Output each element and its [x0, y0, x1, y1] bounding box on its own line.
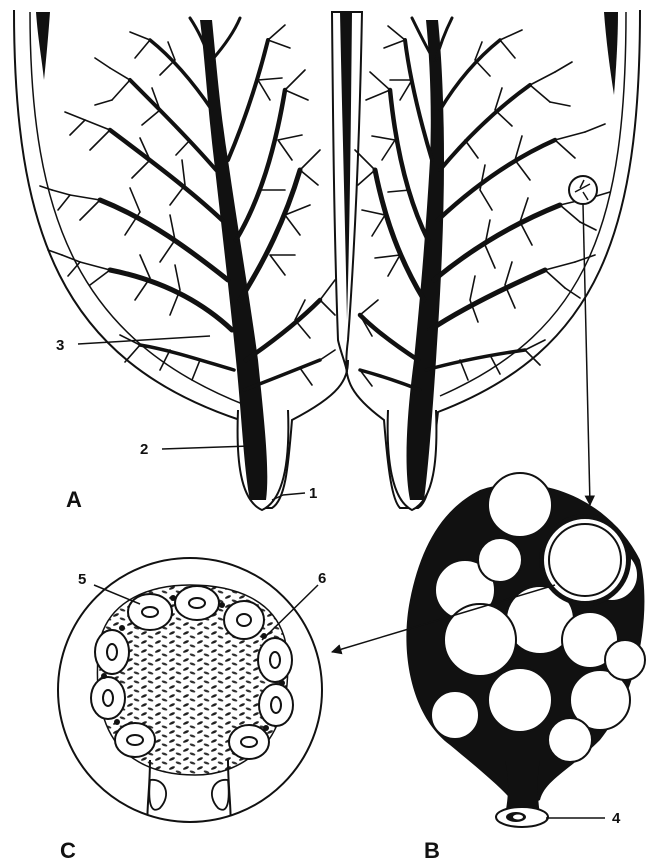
- left-main-duct: [200, 20, 267, 500]
- panel-label-a: A: [66, 487, 82, 512]
- selected-alveolus-inner: [549, 524, 621, 596]
- left-wedge: [36, 12, 50, 80]
- callout-5: 5: [78, 571, 86, 588]
- callout-1: 1: [309, 485, 317, 502]
- callout-3: 3: [56, 337, 64, 354]
- duct-lumen-inner: [513, 815, 523, 820]
- leader-2: [162, 446, 250, 449]
- panel-c-alveolus-section: [58, 558, 322, 830]
- panel-b-lobule: [406, 473, 645, 827]
- left-outer-contour: [14, 10, 348, 508]
- panel-label-c: C: [60, 838, 76, 863]
- panel-label-b: B: [424, 838, 440, 863]
- leader-3: [78, 336, 210, 344]
- callout-6: 6: [318, 570, 326, 587]
- callout-4: 4: [612, 810, 621, 827]
- callout-2: 2: [140, 441, 148, 458]
- right-wedge: [604, 12, 618, 95]
- right-ductules: [355, 26, 610, 386]
- lobule-highlight-circle: [569, 176, 597, 204]
- arrow-lobule-to-b: [583, 204, 590, 505]
- panel-a-gland-section: [14, 10, 640, 510]
- right-duct-branches: [360, 18, 560, 390]
